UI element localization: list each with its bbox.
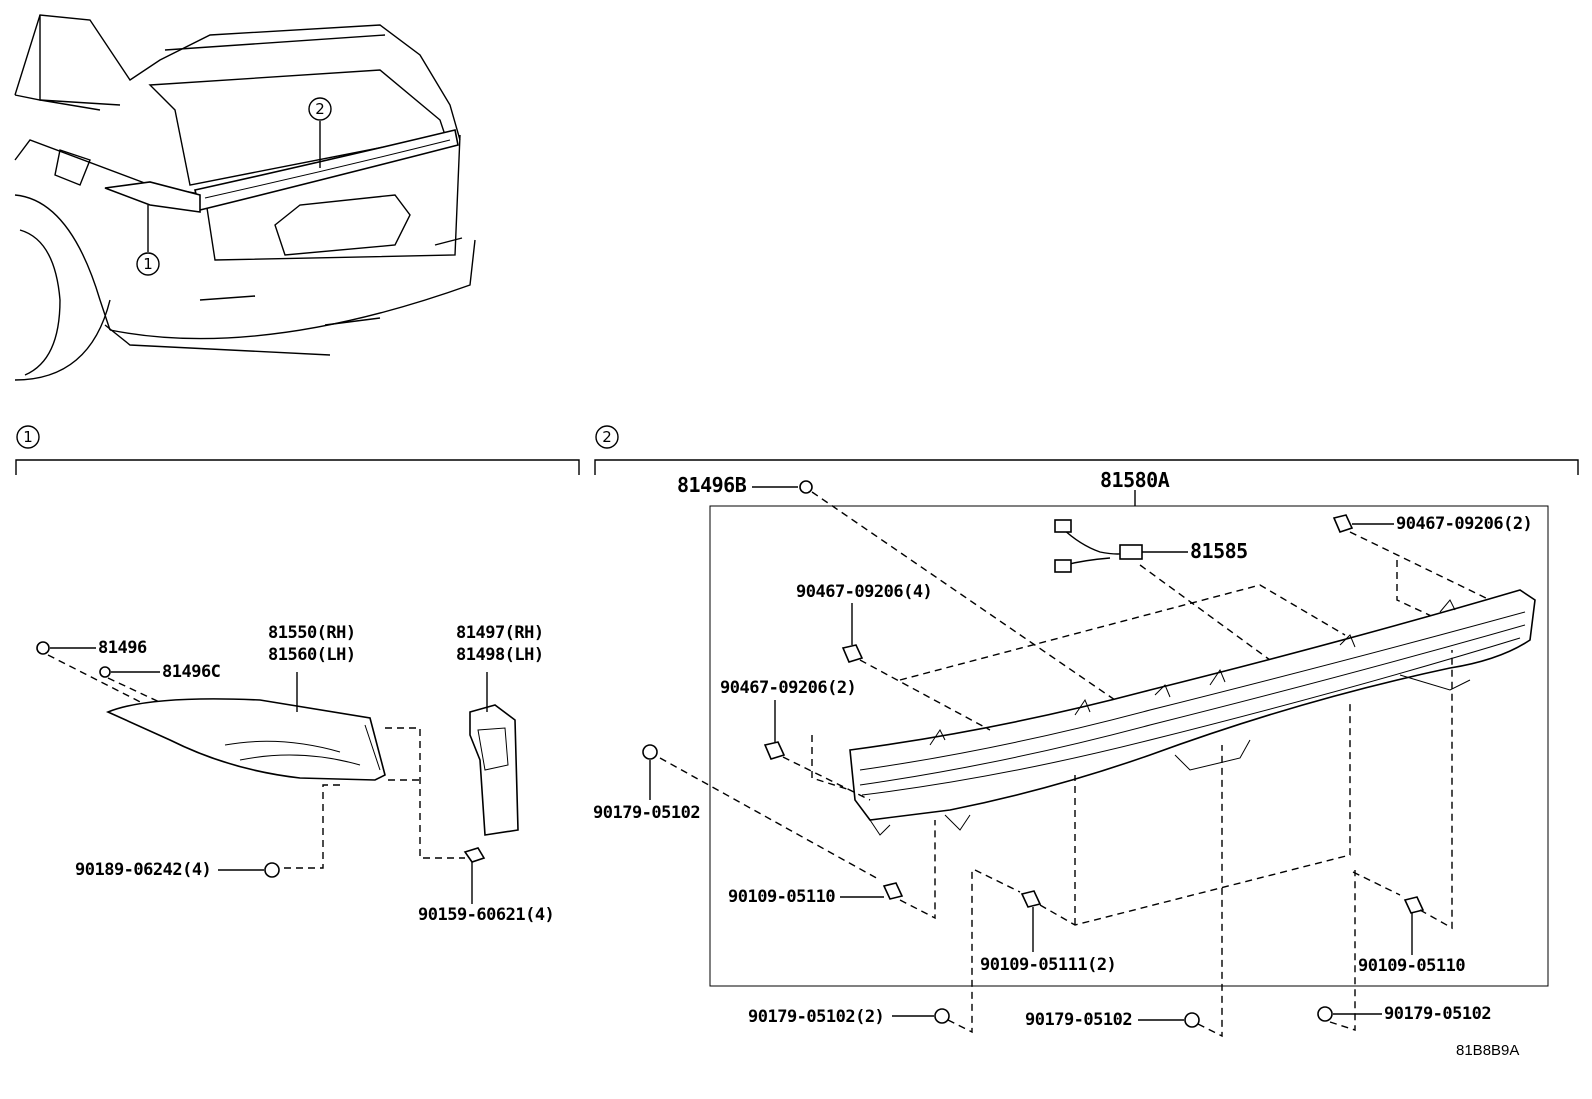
part-81580a: 81580A xyxy=(1100,468,1170,492)
part-90179-05102-b2: 90179-05102 xyxy=(1025,1010,1132,1030)
part-90109-05111: 90109-05111(2) xyxy=(980,955,1116,975)
lamp-bracket xyxy=(469,704,519,836)
screw-icon xyxy=(463,847,486,863)
clip-icon xyxy=(841,644,864,663)
section-2: 2 81580A 81496B 81585 90467-09206(2) xyxy=(593,425,1579,1038)
callout-1-vehicle: 1 xyxy=(136,252,160,276)
part-81585: 81585 xyxy=(1190,539,1248,563)
screw-icon xyxy=(882,882,904,900)
part-90179-05102-b3: 90179-05102 xyxy=(1384,1004,1491,1024)
clip-icon xyxy=(799,480,813,494)
part-90189-06242: 90189-06242(4) xyxy=(75,860,211,880)
nut-icon xyxy=(1317,1006,1333,1022)
section-2-callout: 2 xyxy=(595,425,619,449)
rear-center-lamp-bar xyxy=(849,589,1536,836)
assembly-box-81580a xyxy=(709,505,1549,987)
part-90179-05102-left: 90179-05102 xyxy=(593,803,700,823)
svg-text:2: 2 xyxy=(315,100,325,118)
screw-icon xyxy=(1020,890,1042,908)
part-81497-rh: 81497(RH) xyxy=(456,623,544,643)
screw-icon xyxy=(1403,896,1425,914)
svg-text:2: 2 xyxy=(602,428,612,446)
part-81498-lh: 81498(LH) xyxy=(456,645,544,665)
part-90467-09206-4: 90467-09206(4) xyxy=(796,582,932,602)
section-1-bracket xyxy=(15,459,580,475)
part-81560-lh: 81560(LH) xyxy=(268,645,356,665)
svg-text:1: 1 xyxy=(23,428,33,446)
nut-icon xyxy=(1184,1012,1200,1028)
wire-harness xyxy=(1054,519,1143,573)
drawing-code: 81B8B9A xyxy=(1456,1042,1519,1059)
part-90109-05110-a: 90109-05110 xyxy=(728,887,835,907)
section-2-bracket xyxy=(594,459,1579,475)
part-81496b: 81496B xyxy=(677,473,747,497)
nut-icon xyxy=(934,1008,950,1024)
part-81550-rh: 81550(RH) xyxy=(268,623,356,643)
nut-icon xyxy=(642,744,658,760)
part-90467-09206-2: 90467-09206(2) xyxy=(720,678,856,698)
clip-icon xyxy=(763,741,786,760)
part-90109-05110-c: 90109-05110 xyxy=(1358,956,1465,976)
rear-side-lamp xyxy=(105,698,386,781)
svg-text:1: 1 xyxy=(143,255,153,273)
part-90179-05102-b1: 90179-05102(2) xyxy=(748,1007,884,1027)
nut-icon xyxy=(264,862,280,878)
part-90159-60621: 90159-60621(4) xyxy=(418,905,554,925)
part-90467-09206-top: 90467-09206(2) xyxy=(1396,514,1532,534)
part-81496c: 81496C xyxy=(162,662,220,682)
clip-icon xyxy=(99,666,111,678)
section-1-callout: 1 xyxy=(16,425,40,449)
section-1: 1 81496 81496C 81550(RH) 81560(LH) 81497… xyxy=(15,425,580,925)
part-81496: 81496 xyxy=(98,638,147,658)
vehicle-rear-view xyxy=(14,14,476,381)
clip-icon xyxy=(1332,514,1354,533)
callout-2-vehicle: 2 xyxy=(308,97,332,121)
clip-icon xyxy=(36,641,50,655)
